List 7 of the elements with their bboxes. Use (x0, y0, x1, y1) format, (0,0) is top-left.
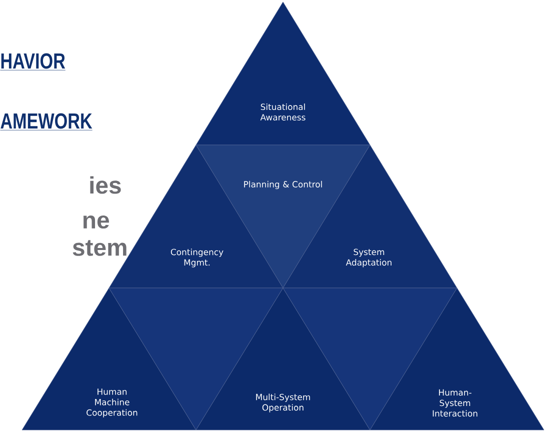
heading-text: AMEWORK (0, 113, 92, 130)
pyramid-segment: Situational Awareness (196, 2, 370, 146)
pyramid-segment: Human-System Interaction (370, 288, 544, 430)
pyramid-segment: Multi-System Operation (196, 288, 370, 430)
body-text: ne (83, 215, 109, 229)
heading-text: HAVIOR (0, 53, 66, 70)
pyramid-segment: Human Machine Cooperation (22, 288, 196, 430)
